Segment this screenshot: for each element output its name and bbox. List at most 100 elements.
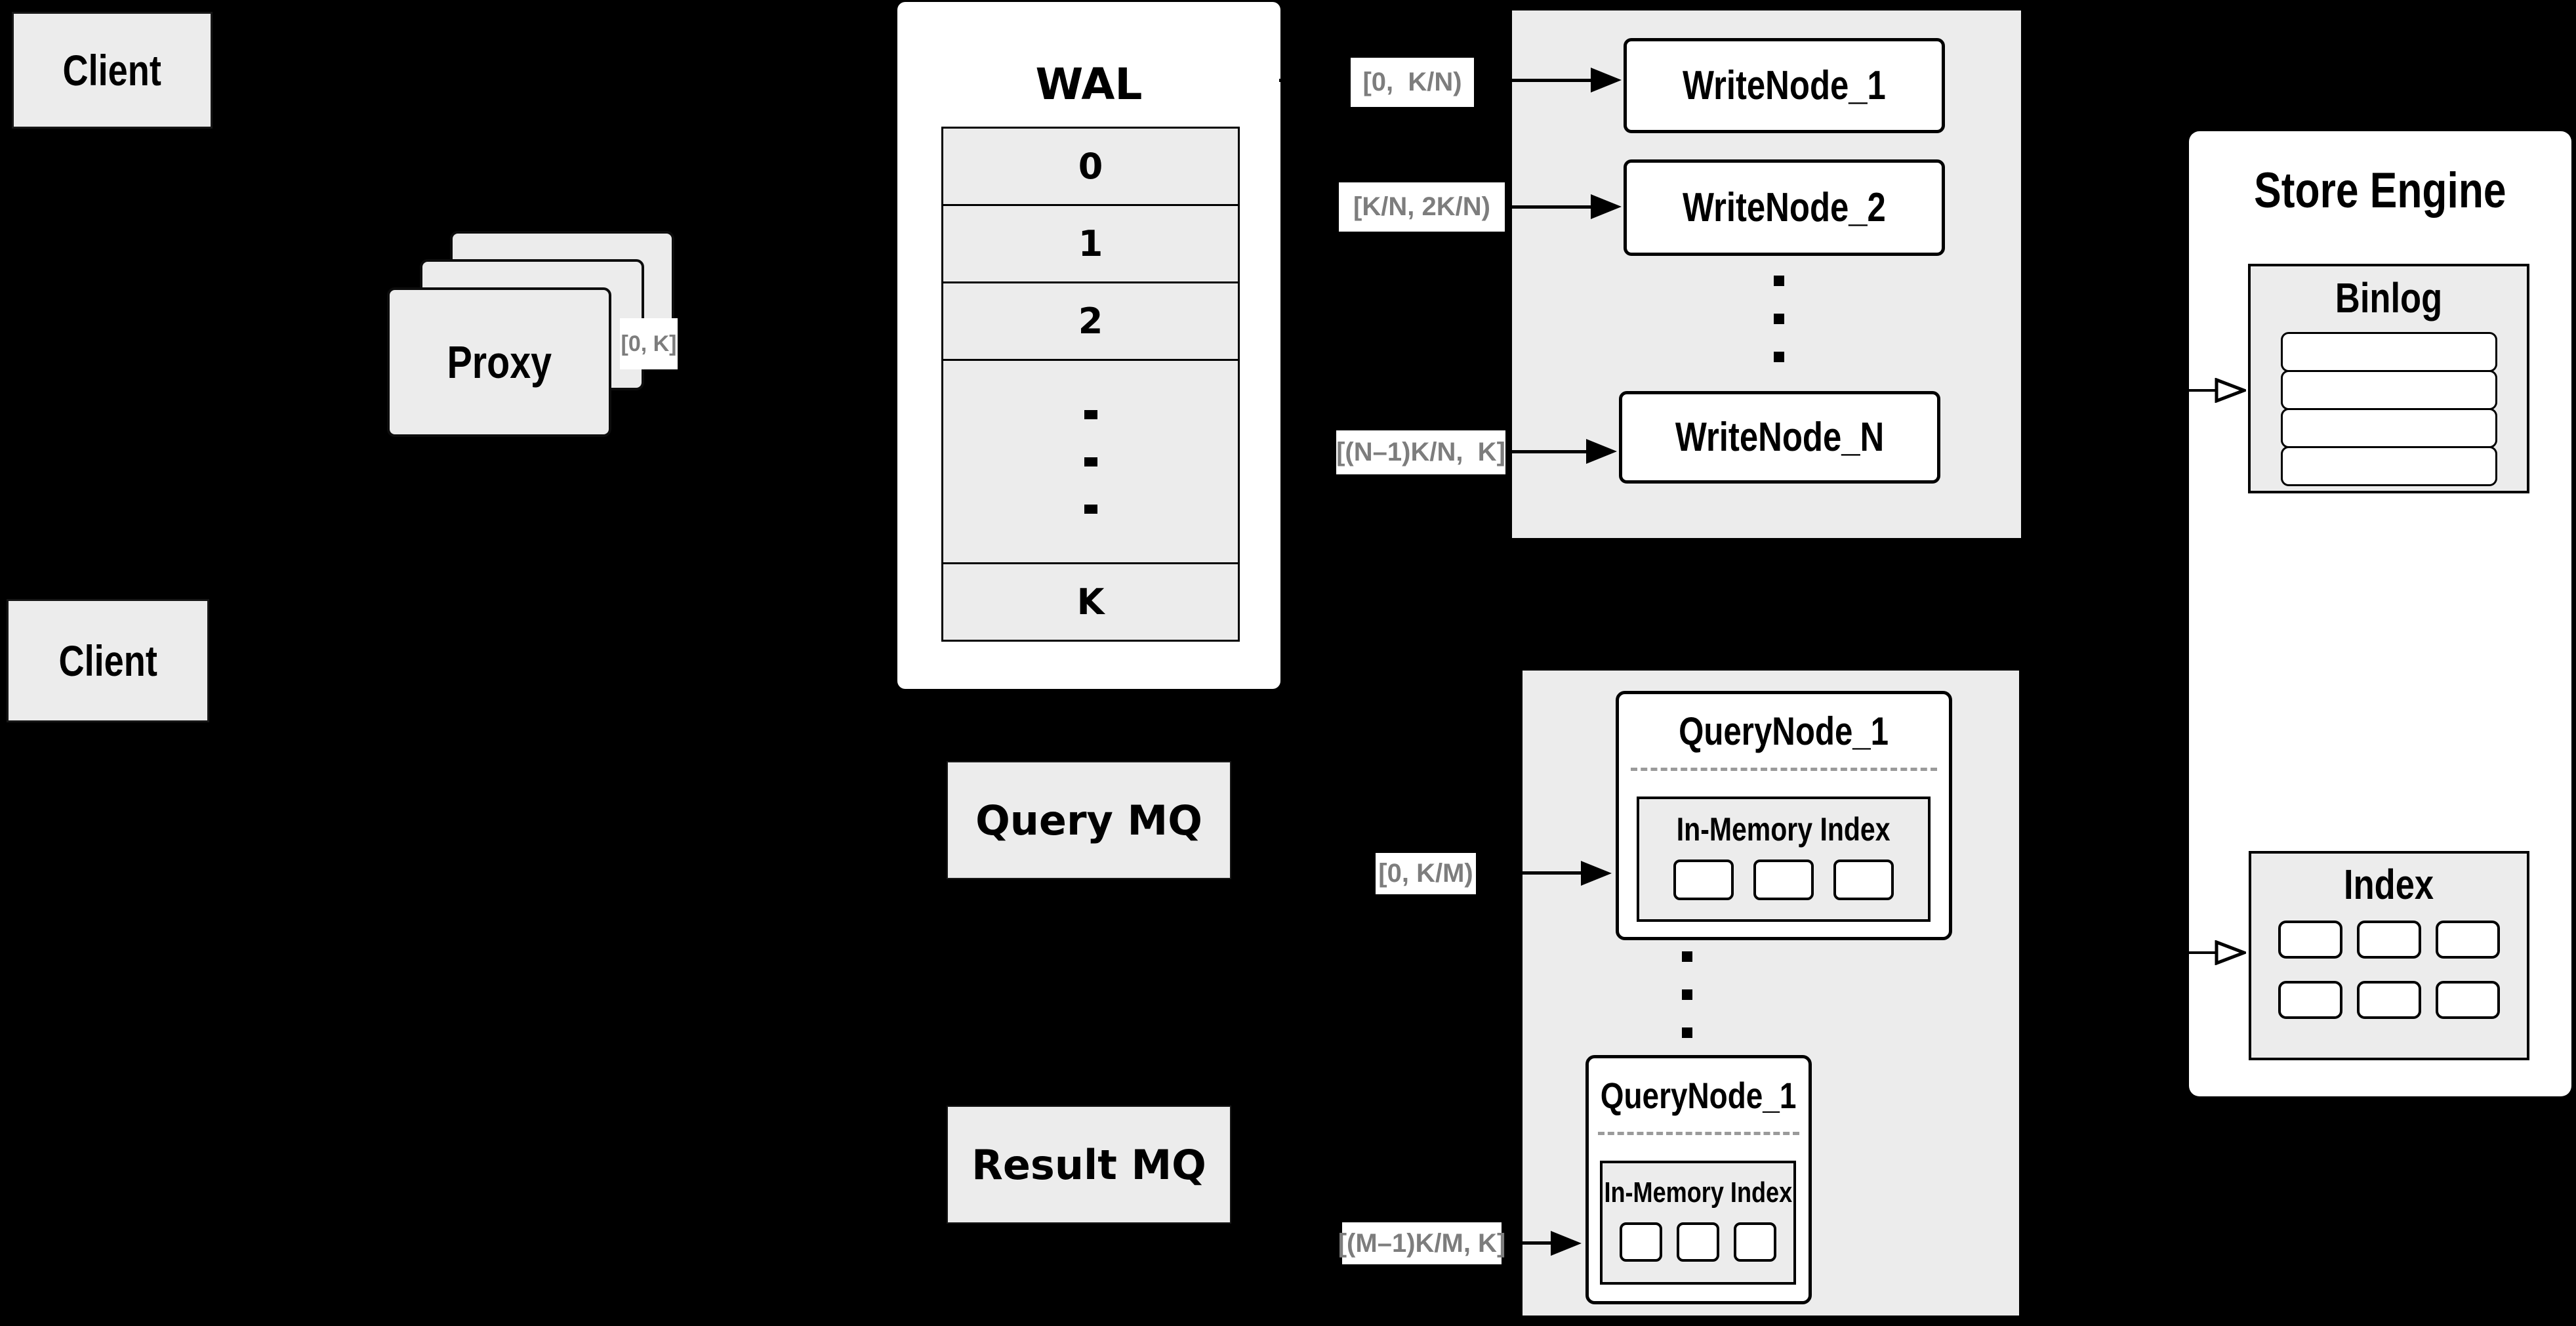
dashed-separator <box>1598 1132 1799 1135</box>
write-node-1-label: WriteNode_1 <box>1683 63 1886 108</box>
wal-title-wrap: WAL <box>897 48 1280 120</box>
write-node-2: WriteNode_2 <box>1624 159 1945 256</box>
binlog-box: Binlog <box>2248 264 2529 493</box>
proxy-label: Proxy <box>447 337 552 388</box>
query-node-2: QueryNode_1 In-Memory Index <box>1585 1055 1812 1304</box>
wal-row-1-label: 1 <box>1078 223 1103 264</box>
index-cell <box>1620 1222 1662 1262</box>
ellipsis-dot-icon <box>1774 314 1784 324</box>
index-cells <box>1603 1222 1793 1262</box>
index-cells-row-1 <box>2251 921 2527 959</box>
binlog-row <box>2280 408 2497 448</box>
client-node-top: Client <box>12 12 213 129</box>
hollow-arrow-head-icon <box>2215 378 2246 403</box>
route-label-writenoden: [(N–1)K/N, K] <box>1336 430 1505 474</box>
arrow-head-icon <box>1581 861 1612 886</box>
wal-row: K <box>941 562 1240 642</box>
index-cell <box>1833 860 1894 900</box>
ellipsis-dot-icon <box>1084 504 1097 514</box>
arrow-head-icon <box>1591 68 1622 93</box>
hollow-arrow-head-icon <box>2215 940 2246 965</box>
result-mq-label: Result MQ <box>971 1140 1206 1189</box>
client-bottom-label: Client <box>58 636 157 685</box>
wal-row: 1 <box>941 204 1240 283</box>
binlog-title: Binlog <box>2335 274 2443 321</box>
arrow-line-mq-querynode1 <box>1476 871 1581 875</box>
index-cell <box>2278 981 2342 1019</box>
wal-row: 2 <box>941 281 1240 361</box>
client-node-bottom: Client <box>7 599 209 722</box>
ellipsis-dot-icon <box>1682 951 1692 962</box>
in-memory-index-2-title-wrap: In-Memory Index <box>1603 1163 1793 1222</box>
store-engine-title: Store Engine <box>2254 162 2506 218</box>
wal-panel: WAL 0 1 2 K <box>897 2 1280 689</box>
index-cell <box>1753 860 1814 900</box>
index-cell <box>2278 921 2342 959</box>
route-label-writenode1: [0, K/N) <box>1351 58 1474 107</box>
query-node-1: QueryNode_1 In-Memory Index <box>1616 691 1952 940</box>
write-node-2-label: WriteNode_2 <box>1683 185 1886 230</box>
query-node-2-title: QueryNode_1 <box>1601 1074 1797 1116</box>
proxy-node: Proxy <box>387 287 611 437</box>
query-node-2-title-wrap: QueryNode_1 <box>1589 1058 1809 1132</box>
binlog-title-wrap: Binlog <box>2251 266 2527 329</box>
index-cells <box>1639 860 1928 900</box>
index-cell <box>2357 921 2421 959</box>
index-cells-row-2 <box>2251 981 2527 1019</box>
write-node-n: WriteNode_N <box>1619 391 1940 484</box>
wal-row-k-label: K <box>1076 581 1105 623</box>
ellipsis-dot-icon <box>1682 1027 1692 1038</box>
client-top-label: Client <box>62 46 162 94</box>
query-node-1-title: QueryNode_1 <box>1679 709 1889 753</box>
route-label-proxy-wal: [0, K] <box>620 318 678 369</box>
query-mq-node: Query MQ <box>947 761 1231 879</box>
index-cell <box>1673 860 1734 900</box>
ellipsis-dot-icon <box>1084 409 1097 419</box>
index-title-wrap: Index <box>2251 854 2527 915</box>
ellipsis-dot-icon <box>1084 457 1097 466</box>
in-memory-index-2: In-Memory Index <box>1600 1161 1796 1285</box>
query-node-1-title-wrap: QueryNode_1 <box>1619 694 1949 768</box>
wal-row-ellipsis <box>941 359 1240 564</box>
index-title: Index <box>2344 861 2434 908</box>
route-label-querynode2: [(M–1)K/M, K] <box>1338 1222 1505 1264</box>
wal-row-0-label: 0 <box>1078 146 1103 187</box>
ellipsis-dot-icon <box>1774 352 1784 362</box>
write-node-1: WriteNode_1 <box>1624 38 1945 133</box>
index-box: Index <box>2249 851 2529 1060</box>
ellipsis-dot-icon <box>1682 989 1692 1000</box>
in-memory-index-1-title-wrap: In-Memory Index <box>1639 799 1928 860</box>
wal-row-2-label: 2 <box>1078 300 1103 342</box>
arrow-line-wal-writenode2 <box>1443 205 1591 209</box>
arrow-head-icon <box>1586 439 1617 464</box>
wal-row: 0 <box>941 127 1240 206</box>
wal-segment-table: 0 1 2 K <box>941 127 1240 642</box>
index-cell <box>1734 1222 1776 1262</box>
route-label-writenode2: [K/N, 2K/N) <box>1339 182 1505 232</box>
binlog-rows <box>2280 332 2497 486</box>
result-mq-node: Result MQ <box>947 1106 1231 1224</box>
arrow-line-index <box>2189 951 2217 954</box>
in-memory-index-1-title: In-Memory Index <box>1677 811 1891 848</box>
write-node-n-label: WriteNode_N <box>1675 415 1885 460</box>
arrow-line-binlog <box>2189 389 2217 392</box>
in-memory-index-2-title: In-Memory Index <box>1604 1176 1792 1209</box>
arrow-line-mq-querynode2 <box>1476 1241 1551 1245</box>
dashed-separator <box>1631 768 1937 771</box>
in-memory-index-1: In-Memory Index <box>1637 797 1931 922</box>
index-cell <box>2357 981 2421 1019</box>
binlog-row <box>2280 370 2497 410</box>
arrow-line-wal-writenoden <box>1443 450 1586 453</box>
query-mq-label: Query MQ <box>975 796 1202 844</box>
route-label-querynode1: [0, K/M) <box>1376 853 1476 894</box>
store-engine-panel: Store Engine Binlog Index <box>2189 131 2571 1096</box>
index-cell <box>2436 981 2500 1019</box>
arrow-head-icon <box>1591 194 1622 219</box>
store-engine-title-wrap: Store Engine <box>2189 131 2571 249</box>
ellipsis-dot-icon <box>1774 276 1784 286</box>
index-cell <box>2436 921 2500 959</box>
index-cell <box>1677 1222 1719 1262</box>
binlog-row <box>2280 446 2497 486</box>
binlog-row <box>2280 332 2497 372</box>
